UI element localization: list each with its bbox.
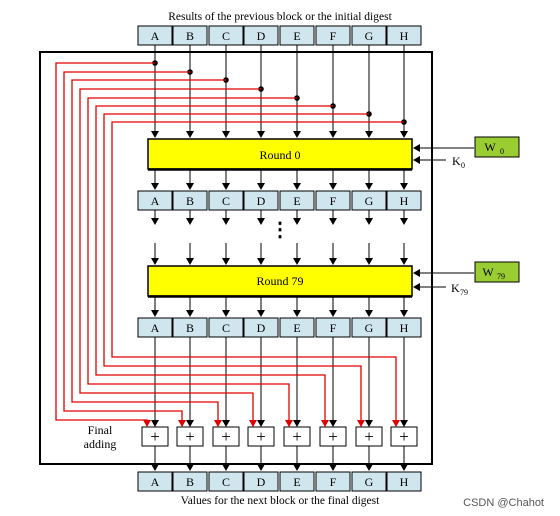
k79-input: K 79 xyxy=(413,281,468,297)
w79-label: W xyxy=(482,265,494,279)
round-79-box: Round 79 xyxy=(147,265,413,298)
register-row-output: A B C D E F G H xyxy=(137,471,422,492)
register-row-after-round-0: A B C D E F G H xyxy=(137,190,422,211)
output-register-cell-g xyxy=(351,471,387,492)
k0-label: K xyxy=(452,154,461,168)
k0-input: K 0 xyxy=(413,154,465,170)
w0-subscript: 0 xyxy=(500,147,504,156)
w0-label: W xyxy=(484,140,496,154)
output-register-cell-h xyxy=(386,471,422,492)
round0-out-register-label-g: G xyxy=(365,194,374,208)
adder-symbol-f: + xyxy=(328,427,338,446)
round79-out-register-label-f: F xyxy=(330,321,337,335)
output-register-label-f: F xyxy=(330,475,337,489)
round0-out-register-label-c: C xyxy=(222,194,230,208)
output-register-cell-d xyxy=(243,471,279,492)
adder-box-d xyxy=(247,426,275,447)
k79-label: K xyxy=(451,281,460,295)
output-register-cell-e xyxy=(279,471,315,492)
output-register-cell-b xyxy=(172,471,208,492)
adder-box-g xyxy=(355,426,383,447)
output-register-cell-f xyxy=(315,471,351,492)
output-register-label-c: C xyxy=(222,475,230,489)
round-79-rect xyxy=(147,265,413,297)
input-register-label-d: D xyxy=(257,29,266,43)
feedback-line-c xyxy=(71,79,226,427)
adder-box-f xyxy=(319,426,347,447)
adder-symbol-g: + xyxy=(364,427,374,446)
round79-out-register-label-e: E xyxy=(293,321,300,335)
adder-box-b xyxy=(176,426,204,447)
round0-out-register-label-f: F xyxy=(330,194,337,208)
output-register-cell-c xyxy=(208,471,244,492)
input-register-label-e: E xyxy=(293,29,300,43)
round0-out-register-label-b: B xyxy=(186,194,194,208)
k0-subscript: 0 xyxy=(461,161,465,170)
round-79-label: Round 79 xyxy=(256,274,303,288)
output-register-cell-a xyxy=(137,471,173,492)
feedback-line-b xyxy=(63,71,190,427)
adder-symbol-a: + xyxy=(150,427,160,446)
round79-out-register-label-g: G xyxy=(365,321,374,335)
input-register-label-f: F xyxy=(330,29,337,43)
output-register-label-e: E xyxy=(293,475,300,489)
adder-symbol-d: + xyxy=(256,427,266,446)
rounds-ellipsis: ⋮ xyxy=(270,219,290,241)
adder-box-h xyxy=(390,426,418,447)
feedback-line-a xyxy=(55,62,155,427)
w0-input: W 0 xyxy=(413,136,520,158)
feedback-lines xyxy=(55,60,407,427)
w79-input: W 79 xyxy=(413,261,520,283)
output-register-label-b: B xyxy=(186,475,194,489)
final-adding-label-line2: adding xyxy=(84,437,117,451)
k79-subscript: 79 xyxy=(460,288,468,297)
feedback-line-g xyxy=(103,113,369,427)
feedback-line-h xyxy=(111,121,404,427)
feedback-line-f xyxy=(95,105,333,427)
adder-symbol-e: + xyxy=(292,427,302,446)
adder-symbol-b: + xyxy=(185,427,195,446)
w79-subscript: 79 xyxy=(497,272,505,281)
adder-box-a xyxy=(141,426,169,447)
watermark: CSDN @Chahot xyxy=(463,497,544,509)
adder-box-e xyxy=(283,426,311,447)
output-register-label-a: A xyxy=(151,475,160,489)
round0-out-register-label-h: H xyxy=(400,194,409,208)
final-adding-label-line1: Final xyxy=(88,423,113,437)
round-0-rect xyxy=(147,138,413,170)
round0-out-register-label-d: D xyxy=(257,194,266,208)
round79-out-register-label-d: D xyxy=(257,321,266,335)
round79-out-register-label-a: A xyxy=(151,321,160,335)
output-register-label-g: G xyxy=(365,475,374,489)
output-register-label-h: H xyxy=(400,475,409,489)
round0-out-register-label-e: E xyxy=(293,194,300,208)
adder-box-c xyxy=(212,426,240,447)
w79-box xyxy=(474,261,520,283)
bottom-caption: Values for the next block or the final d… xyxy=(181,495,380,507)
input-register-label-a: A xyxy=(151,29,160,43)
round79-out-register-label-c: C xyxy=(222,321,230,335)
input-register-label-b: B xyxy=(186,29,194,43)
round-0-label: Round 0 xyxy=(259,148,300,162)
data-flow-arrows xyxy=(151,45,408,471)
feedback-line-d xyxy=(79,88,261,427)
feedback-line-e xyxy=(87,97,297,427)
block-frame xyxy=(39,51,433,465)
final-adders: + + + + + + + + xyxy=(141,426,418,447)
adder-symbol-c: + xyxy=(221,427,231,446)
round79-out-register-label-h: H xyxy=(400,321,409,335)
input-register-label-g: G xyxy=(365,29,374,43)
round0-out-register-label-a: A xyxy=(151,194,160,208)
input-register-label-h: H xyxy=(400,29,409,43)
register-row-after-round-79: A B C D E F G H xyxy=(137,317,422,338)
output-register-label-d: D xyxy=(257,475,266,489)
adder-symbol-h: + xyxy=(399,427,409,446)
round-0-box: Round 0 xyxy=(147,138,413,171)
register-row-input: A B C D E F G H xyxy=(137,25,422,46)
top-caption: Results of the previous block or the ini… xyxy=(168,11,392,23)
round79-out-register-label-b: B xyxy=(186,321,194,335)
input-register-label-c: C xyxy=(222,29,230,43)
w0-box xyxy=(474,136,520,158)
